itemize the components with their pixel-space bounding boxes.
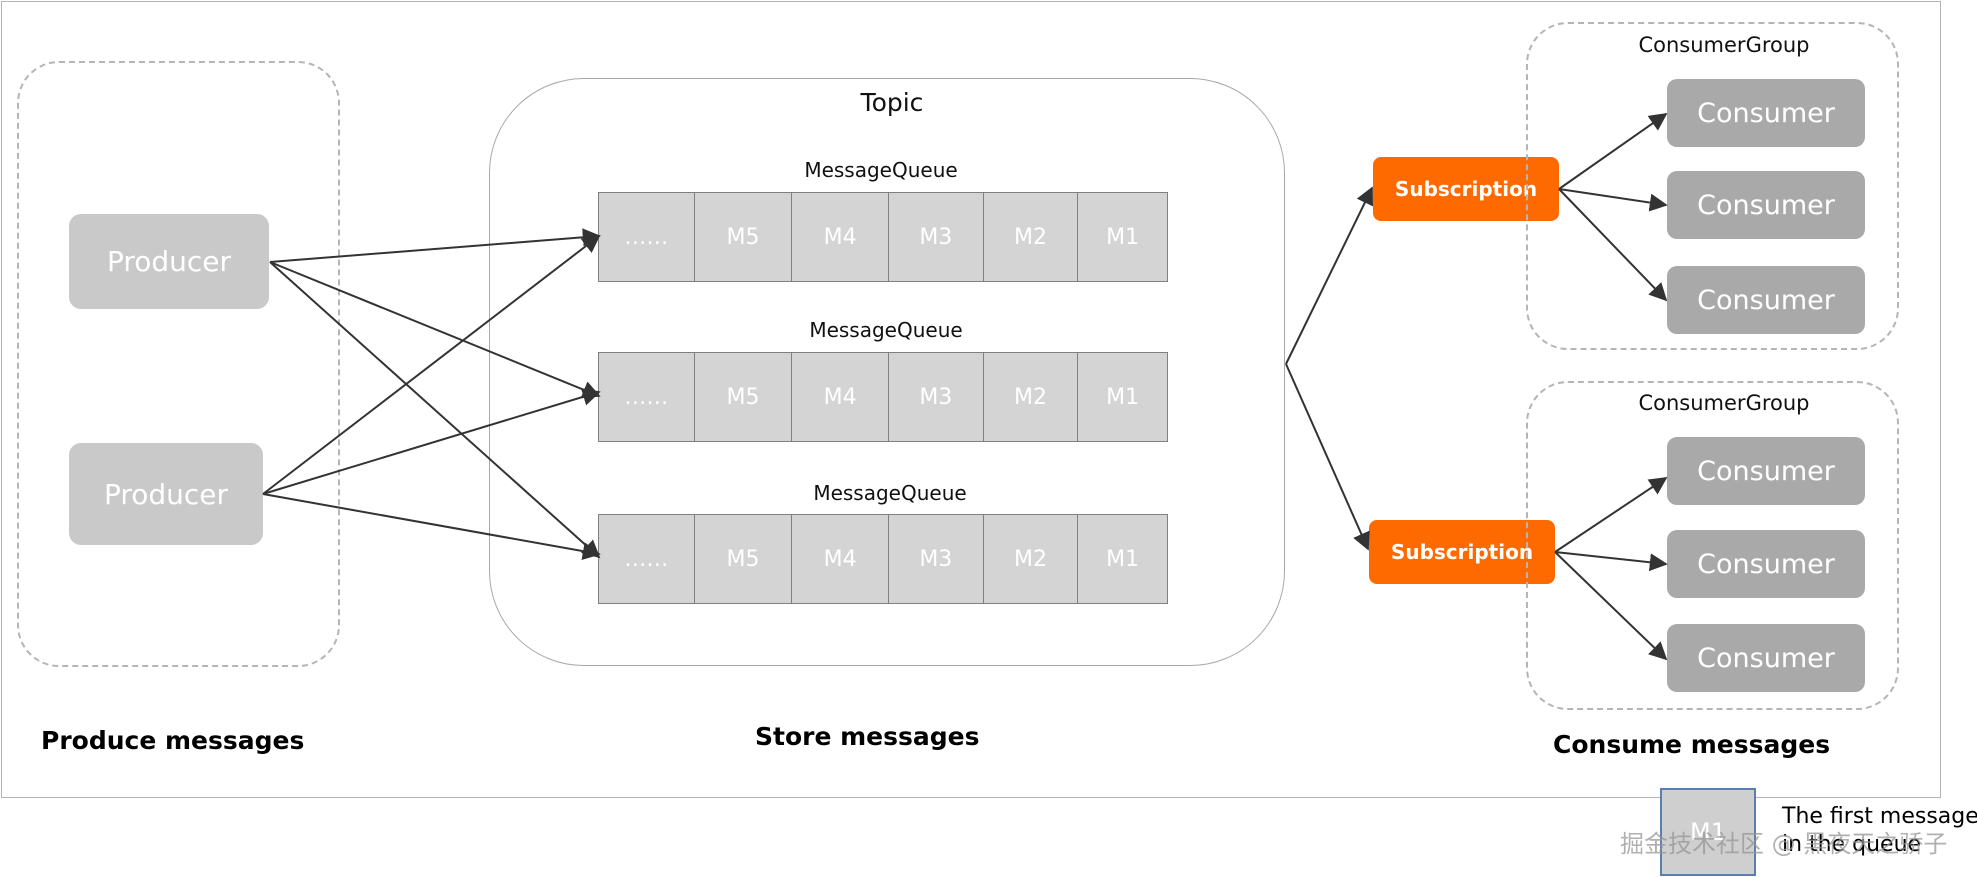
consumer-box: Consumer (1667, 171, 1865, 239)
arrow-subscription1-consumer1 (1558, 112, 1668, 190)
queue-cell: M2 (983, 515, 1079, 603)
produce-messages-label: Produce messages (41, 726, 305, 755)
queue-cell-first-message: M1 (1078, 353, 1167, 441)
arrow-topic-subscription2 (1285, 363, 1370, 551)
producer-box: Producer (69, 214, 269, 309)
legend-queue-cell: M1 (1660, 788, 1756, 876)
arrow-subscription2-consumer1 (1554, 477, 1668, 553)
arrow-subscription1-consumer2 (1558, 188, 1668, 212)
queue-cell: M2 (983, 193, 1079, 281)
topic-box (489, 78, 1285, 666)
store-messages-label: Store messages (755, 722, 980, 751)
consume-messages-label: Consume messages (1553, 730, 1831, 759)
consumer-box: Consumer (1667, 437, 1865, 505)
arrow-producer1-queue3 (269, 261, 601, 559)
consumer-box: Consumer (1667, 266, 1865, 334)
legend-line-2: in the queue (1782, 832, 1922, 857)
arrow-producer2-queue1 (262, 234, 601, 495)
legend-line-1: The first message (1782, 804, 1977, 829)
queue-cell-first-message: M1 (1078, 515, 1167, 603)
queue-cell: M4 (792, 515, 889, 603)
message-queue-title: MessageQueue (809, 318, 963, 342)
arrow-subscription1-consumer3 (1558, 188, 1668, 302)
message-queue-title: MessageQueue (813, 481, 967, 505)
message-queue: …… M5 M4 M3 M2 M1 (598, 192, 1168, 282)
subscription-box: Subscription (1373, 157, 1559, 221)
queue-cell: M4 (792, 193, 889, 281)
queue-cell: M3 (888, 515, 984, 603)
queue-cell: M5 (694, 353, 793, 441)
consumer-box: Consumer (1667, 79, 1865, 147)
queue-cell: M5 (694, 193, 793, 281)
consumer-group-title: ConsumerGroup (1638, 391, 1810, 415)
consumer-box: Consumer (1667, 624, 1865, 692)
subscription-box: Subscription (1369, 520, 1555, 584)
legend-description: The first message in the queue (1782, 803, 1977, 859)
queue-cell: M5 (694, 515, 793, 603)
consumer-group-title: ConsumerGroup (1638, 33, 1810, 57)
queue-cell: M3 (888, 193, 984, 281)
consumer-box: Consumer (1667, 530, 1865, 598)
arrow-producer2-queue2 (262, 388, 601, 495)
arrow-subscription2-consumer2 (1554, 551, 1668, 572)
watermark-text: 掘金技术社区 @ 黑夜天之骄子 (1620, 830, 1948, 858)
consumer-group (1526, 22, 1899, 350)
arrow-topic-subscription1 (1285, 186, 1373, 365)
queue-cell: M2 (983, 353, 1079, 441)
queue-cell-ellipsis: …… (599, 515, 695, 603)
queue-cell: M4 (792, 353, 889, 441)
arrow-subscription2-consumer3 (1554, 551, 1668, 661)
queue-cell: M3 (888, 353, 984, 441)
queue-cell-ellipsis: …… (599, 193, 695, 281)
arrow-producer2-queue3 (262, 493, 601, 561)
message-queue: …… M5 M4 M3 M2 M1 (598, 514, 1168, 604)
producer-group (17, 61, 340, 667)
arrow-producer1-queue1 (269, 228, 601, 263)
producer-box: Producer (69, 443, 263, 545)
consumer-group (1526, 381, 1899, 710)
diagram-frame (1, 1, 1941, 798)
queue-cell-ellipsis: …… (599, 353, 695, 441)
arrow-producer1-queue2 (269, 261, 601, 399)
message-queue-title: MessageQueue (804, 158, 958, 182)
topic-title: Topic (860, 88, 924, 117)
message-queue: …… M5 M4 M3 M2 M1 (598, 352, 1168, 442)
queue-cell-first-message: M1 (1078, 193, 1167, 281)
